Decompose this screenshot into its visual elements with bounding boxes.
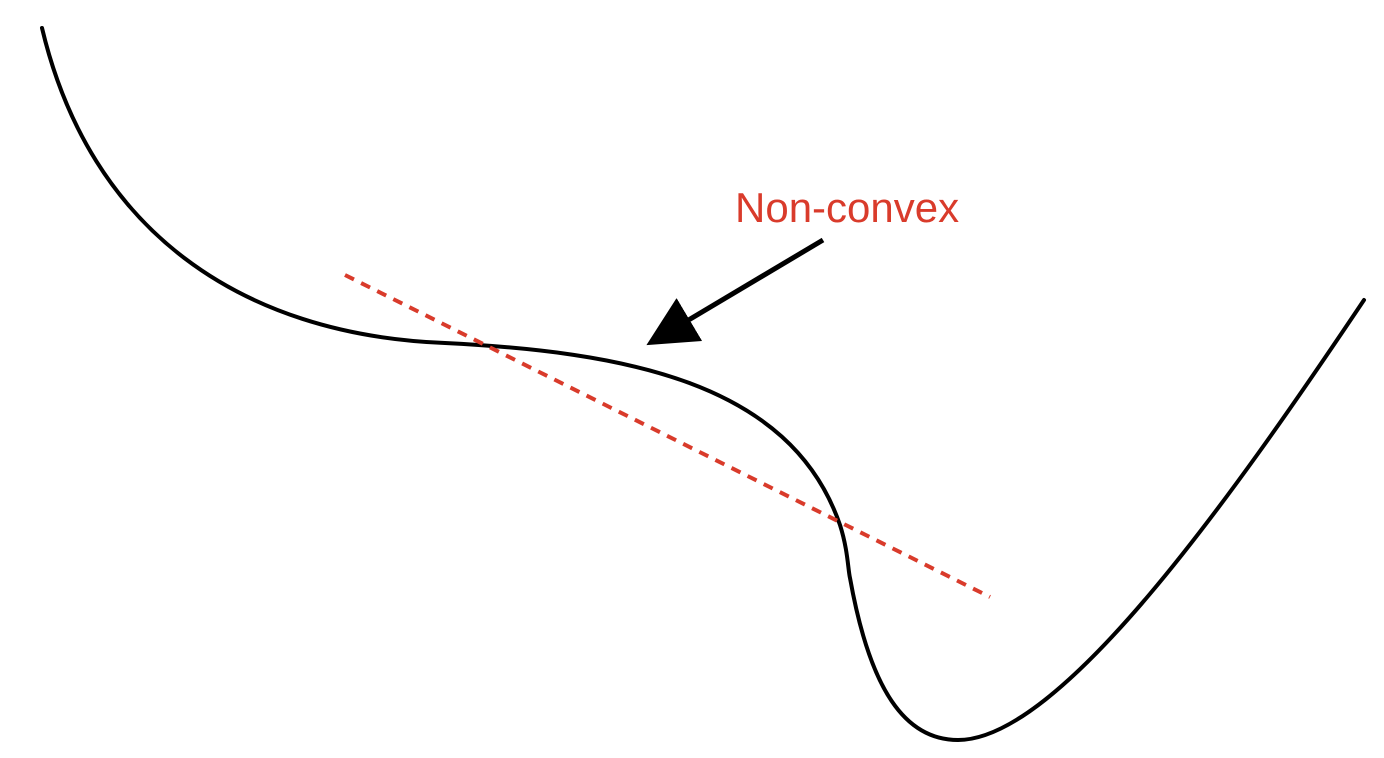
- secant-line: [344, 273, 991, 599]
- function-curve: [40, 26, 1366, 743]
- annotation-label: Non-convex: [735, 184, 959, 231]
- annotation-arrow: [646, 237, 825, 346]
